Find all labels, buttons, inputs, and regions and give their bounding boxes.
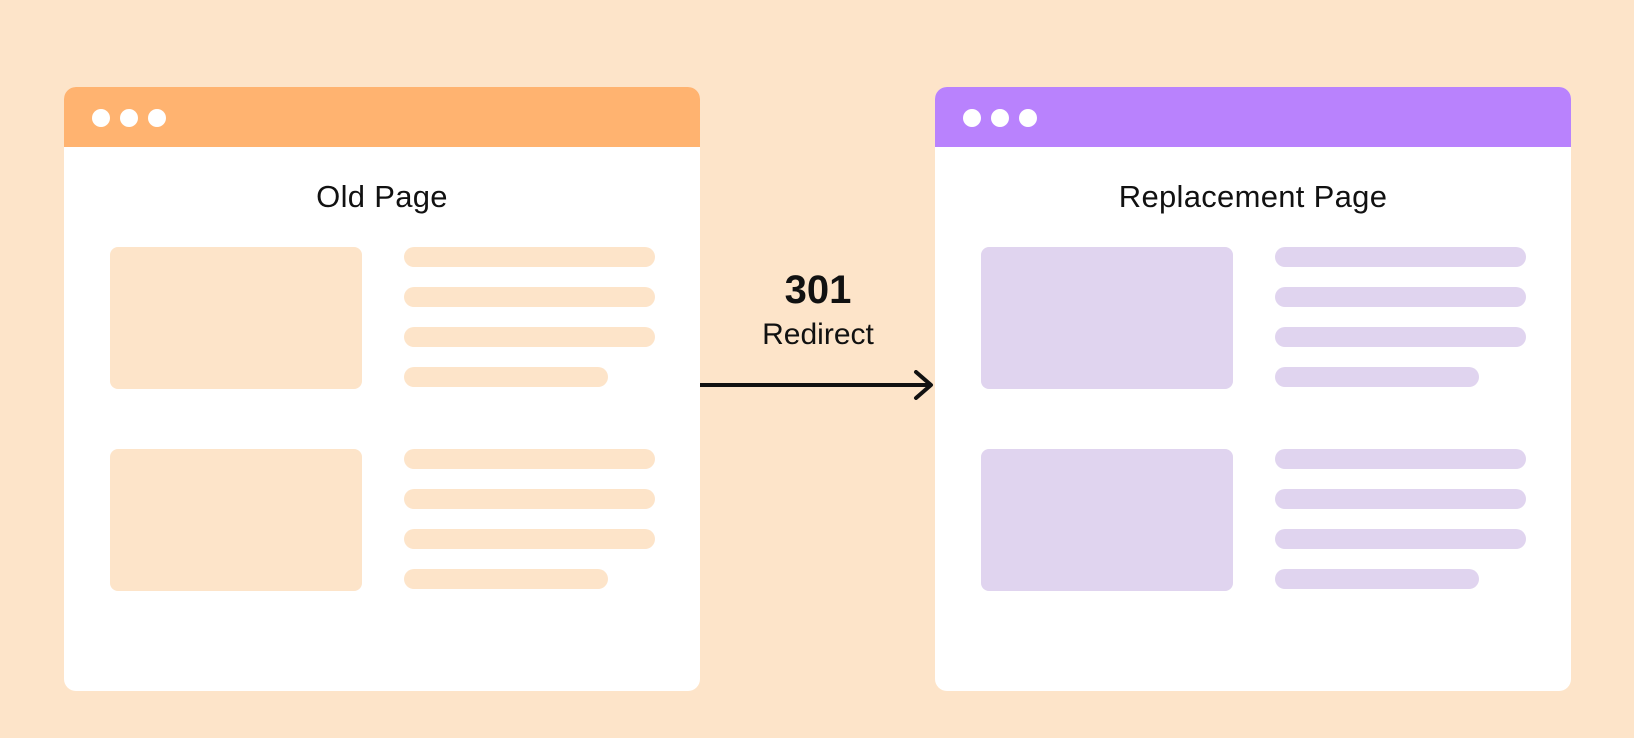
text-line-placeholder bbox=[404, 247, 655, 267]
old-page-window: Old Page bbox=[64, 87, 700, 691]
image-placeholder bbox=[981, 449, 1233, 591]
old-page-title: Old Page bbox=[316, 179, 448, 214]
arrow-right-icon bbox=[700, 370, 933, 400]
replacement-page-window: Replacement Page bbox=[935, 87, 1571, 691]
image-placeholder bbox=[981, 247, 1233, 389]
replacement-page-titlebar bbox=[935, 87, 1571, 147]
text-line-placeholder bbox=[1275, 367, 1479, 387]
text-line-placeholder bbox=[404, 327, 655, 347]
window-dot-icon bbox=[120, 109, 138, 127]
redirect-status-code: 301 bbox=[784, 268, 852, 312]
redirect-label: Redirect bbox=[762, 318, 874, 351]
text-line-placeholder bbox=[1275, 287, 1526, 307]
old-page-titlebar bbox=[64, 87, 700, 147]
window-dot-icon bbox=[991, 109, 1009, 127]
window-dot-icon bbox=[1019, 109, 1037, 127]
image-placeholder bbox=[110, 247, 362, 389]
window-dot-icon bbox=[963, 109, 981, 127]
text-line-placeholder bbox=[404, 287, 655, 307]
text-line-placeholder bbox=[404, 529, 655, 549]
text-line-placeholder bbox=[1275, 247, 1526, 267]
window-dot-icon bbox=[148, 109, 166, 127]
text-line-placeholder bbox=[404, 569, 608, 589]
window-dot-icon bbox=[92, 109, 110, 127]
text-line-placeholder bbox=[1275, 327, 1526, 347]
text-line-placeholder bbox=[404, 449, 655, 469]
text-line-placeholder bbox=[1275, 529, 1526, 549]
text-line-placeholder bbox=[1275, 489, 1526, 509]
text-line-placeholder bbox=[1275, 449, 1526, 469]
image-placeholder bbox=[110, 449, 362, 591]
replacement-page-title: Replacement Page bbox=[1118, 179, 1388, 214]
text-line-placeholder bbox=[404, 489, 655, 509]
text-line-placeholder bbox=[404, 367, 608, 387]
text-line-placeholder bbox=[1275, 569, 1479, 589]
